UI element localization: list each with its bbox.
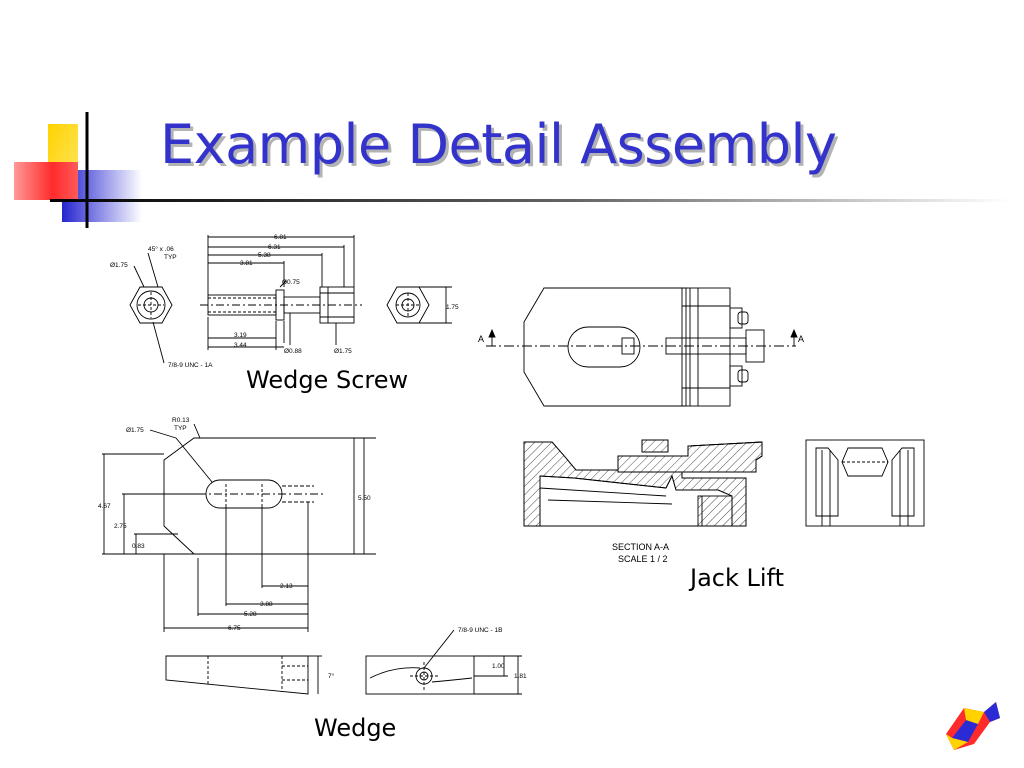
dim-181: 1.81	[514, 673, 527, 680]
dim-dia-088: Ø0.88	[284, 348, 302, 355]
dim-chamfer-typ: TYP	[164, 254, 177, 261]
jack-lift-drawing: A A SECTION A-A SCALE 1 / 2	[478, 287, 925, 564]
wedge-screw-drawing: 6.81 6.31 5.38 3.81 45° x .06 TYP Ø1.75 …	[110, 234, 459, 369]
arrow-logo-icon	[946, 702, 1000, 750]
jack-lift-caption: Jack Lift	[690, 564, 784, 592]
dim-319: 3.19	[234, 332, 247, 339]
dim-thread-1b: 7/8-9 UNC - 1B	[458, 627, 502, 634]
wedge-side-view	[365, 655, 475, 695]
slide-title: Example Detail Assembly	[160, 113, 837, 176]
dim-275: 2.75	[114, 523, 127, 530]
screw-hex-end-left	[129, 286, 173, 324]
jack-top-view-body	[523, 287, 687, 407]
dim-381: 3.81	[240, 260, 253, 267]
screw-hex-circle	[136, 290, 166, 320]
dim-528: 5.28	[244, 611, 257, 618]
screw-hex-end-right	[386, 286, 430, 324]
dim-538: 5.38	[258, 252, 271, 259]
wedge-top-view	[163, 437, 355, 555]
dim-681: 6.81	[274, 234, 287, 241]
section-mark-left: A	[478, 334, 484, 344]
wedge-drawing: R0.13 TYP Ø1.75 4.67 2.75 0.83 5.50 2.13…	[98, 417, 527, 695]
jack-end-view	[805, 439, 925, 527]
jack-top-slot	[567, 326, 641, 368]
dim-550: 5.50	[358, 495, 371, 502]
wedge-front-view	[165, 655, 309, 695]
dim-chamfer: 45° x .06	[148, 245, 174, 253]
dim-344: 3.44	[234, 342, 247, 349]
dim-hex-175: 1.75	[446, 304, 459, 311]
dim-wedge-dia-175: Ø1.75	[126, 427, 144, 434]
section-label: SECTION A-A	[612, 542, 669, 552]
dim-dia-175-bottom: Ø1.75	[334, 348, 352, 355]
dim-675: 6.75	[228, 625, 241, 632]
dim-467: 4.67	[98, 503, 111, 510]
wedge-caption: Wedge	[314, 714, 397, 742]
dim-dia-075: Ø0.75	[282, 279, 300, 286]
dim-thread-1a: 7/8-9 UNC - 1A	[168, 362, 213, 369]
dim-388: 3.88	[260, 601, 273, 608]
dim-631: 6.31	[268, 244, 281, 251]
scale-label: SCALE 1 / 2	[618, 554, 668, 564]
title-underline	[50, 199, 1010, 202]
dim-r013: R0.13	[172, 417, 190, 424]
jack-section-view	[523, 439, 763, 527]
dim-dia-175-left: Ø1.75	[110, 262, 128, 269]
dim-100: 1.00	[492, 663, 505, 670]
dim-083: 0.83	[132, 543, 145, 550]
dim-213: 2.13	[280, 583, 293, 590]
dim-r013-typ: TYP	[174, 425, 187, 432]
section-mark-right: A	[798, 334, 804, 344]
corner-decoration	[14, 112, 142, 228]
dim-angle-7: 7°	[328, 672, 335, 680]
wedge-screw-caption: Wedge Screw	[246, 366, 409, 394]
